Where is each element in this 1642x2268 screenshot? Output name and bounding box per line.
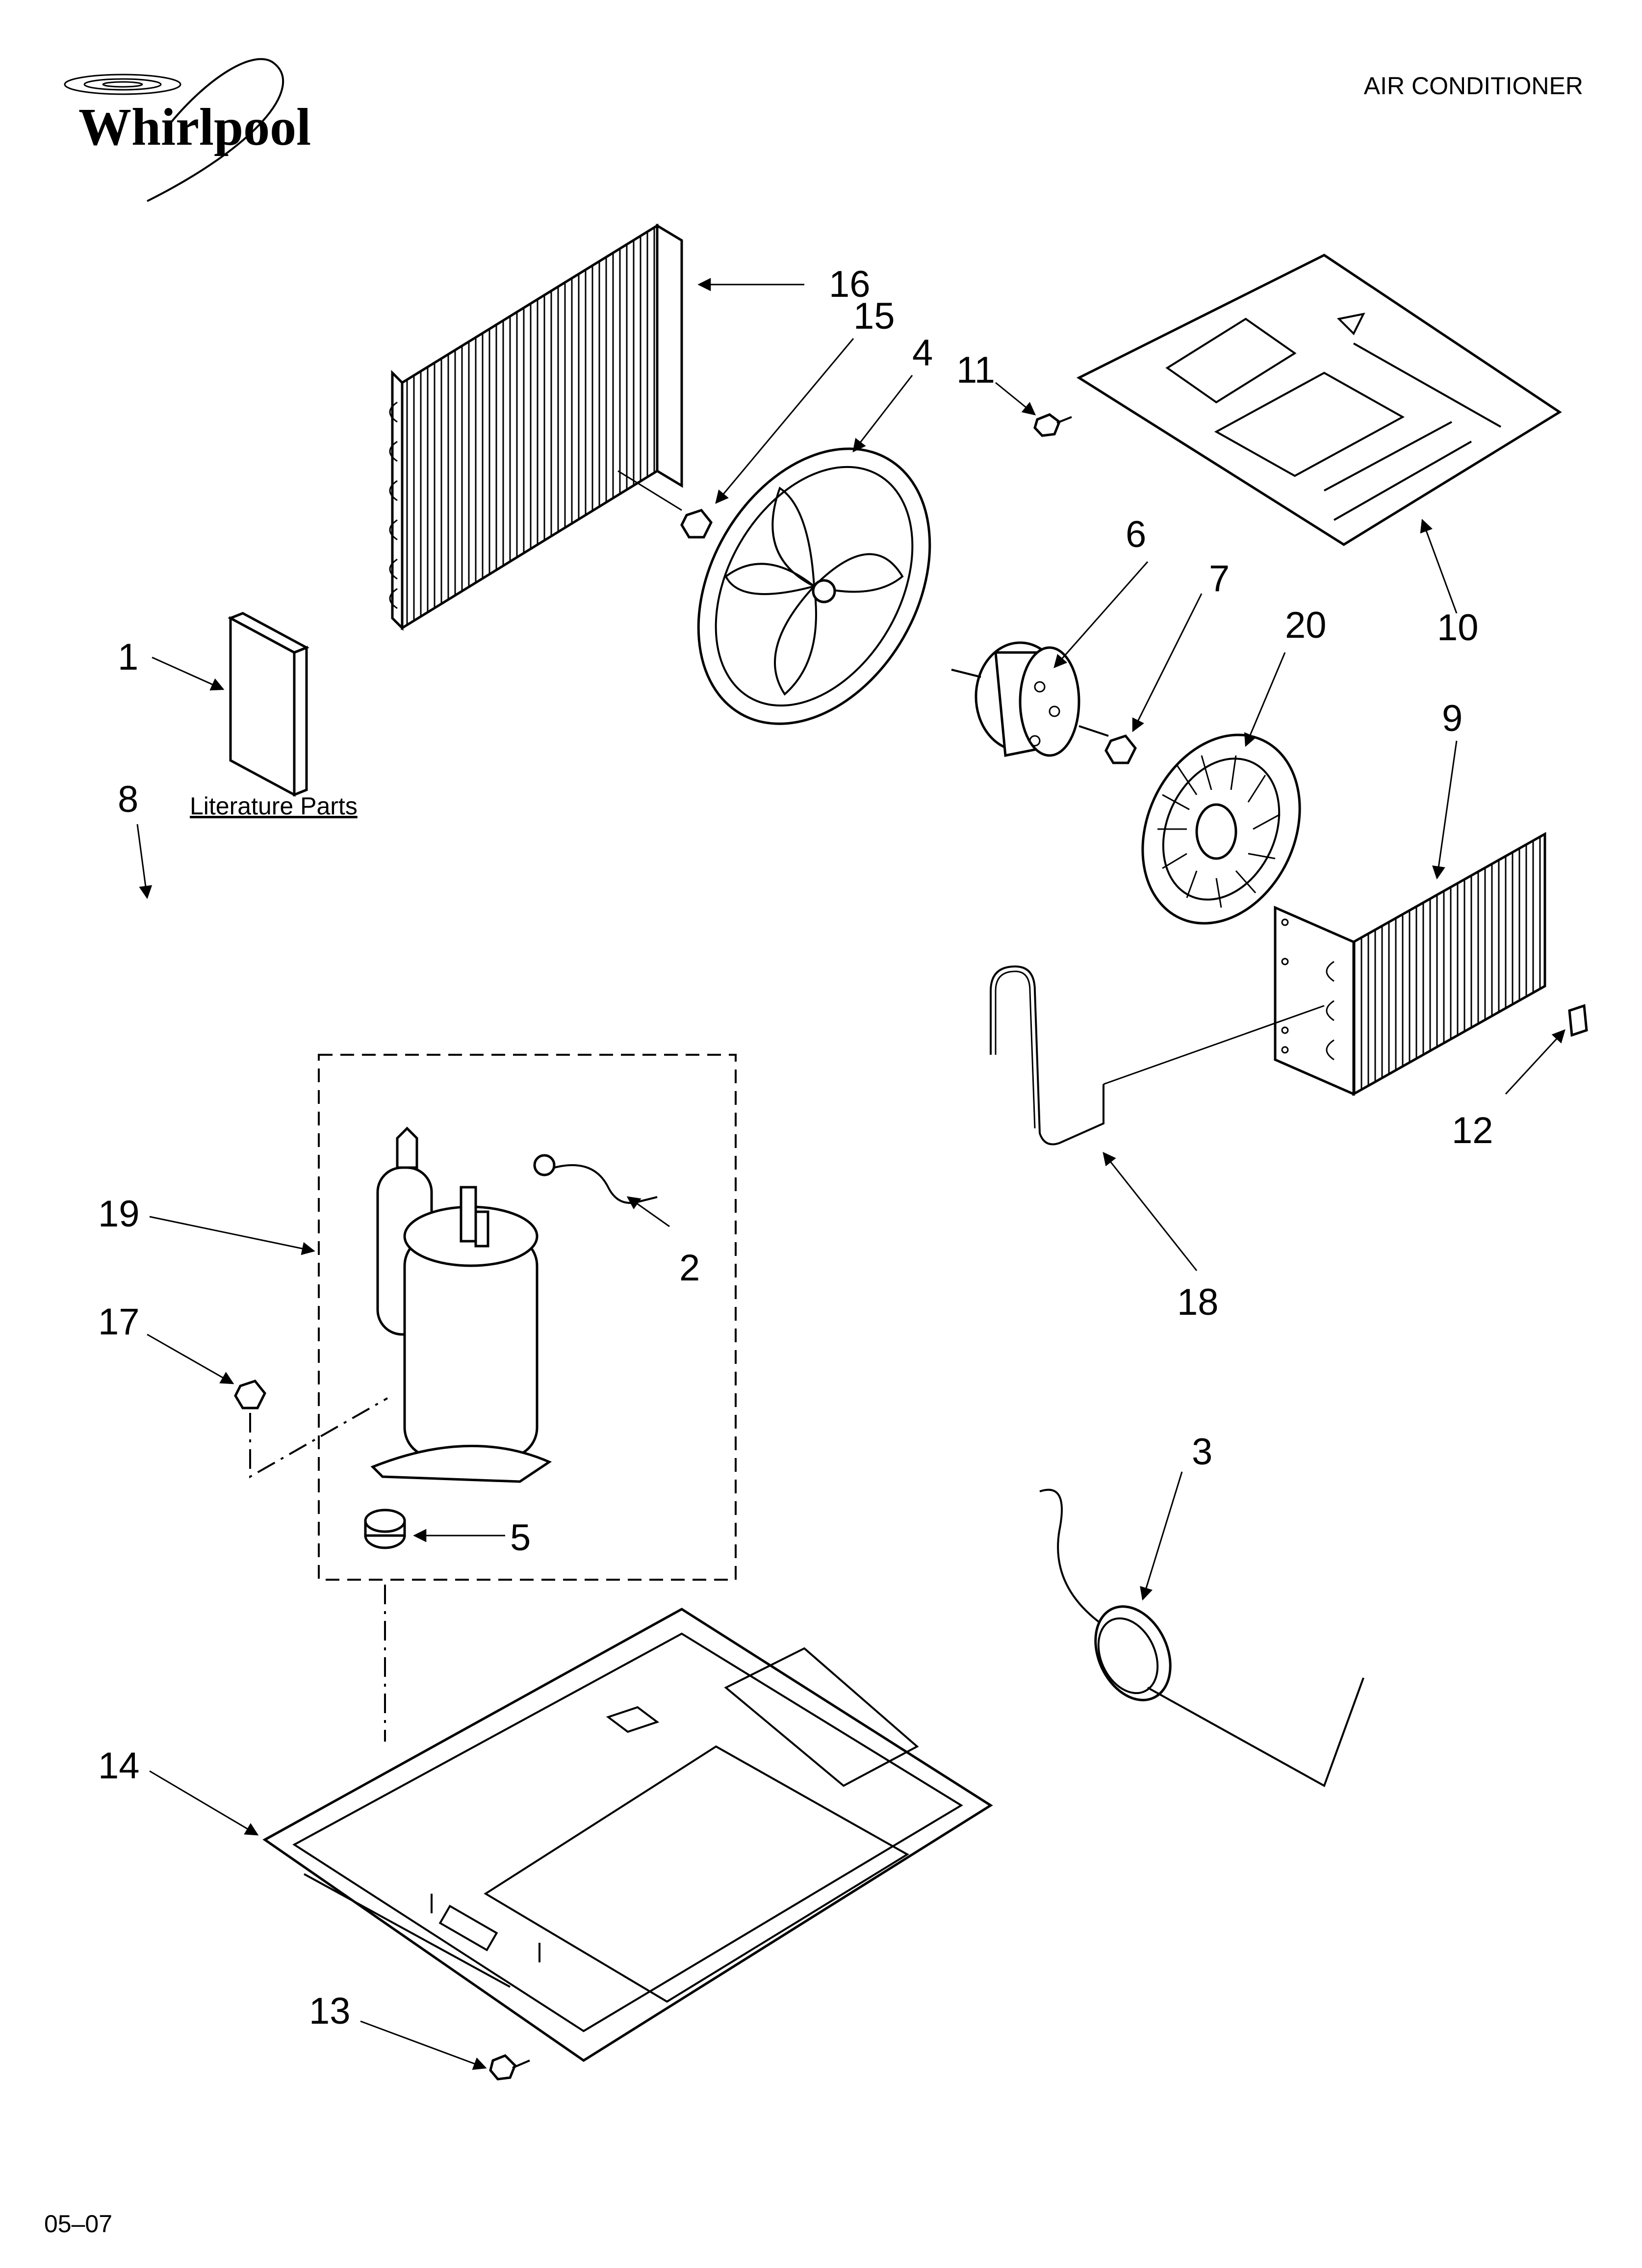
footer-code: 05–07	[44, 2210, 112, 2238]
leader-lines	[136, 278, 1565, 2070]
callout-14: 14	[98, 1745, 140, 1787]
callout-11: 11	[956, 349, 995, 391]
callout-8: 8	[118, 779, 138, 820]
callout-4: 4	[912, 332, 933, 374]
overload-wire	[533, 1154, 658, 1204]
whirlpool-logo: Whirlpool	[64, 58, 311, 202]
callout-19: 19	[98, 1193, 140, 1235]
fan-motor	[951, 641, 1109, 757]
compressor-assembly-box	[318, 1054, 737, 1581]
callout-16: 16	[829, 263, 871, 305]
blower-wheel	[1141, 733, 1301, 925]
callout-3: 3	[1192, 1431, 1212, 1473]
brand-wordmark: Whirlpool	[78, 98, 311, 156]
capillary-tube	[990, 965, 1325, 1146]
fan-nut	[680, 509, 713, 539]
callout-13: 13	[309, 1990, 351, 2032]
nut-guide-line	[249, 1397, 388, 1479]
callout-15: 15	[853, 295, 895, 337]
callout-12: 12	[1452, 1110, 1493, 1151]
callout-2: 2	[679, 1247, 700, 1289]
evaporator-coil	[1274, 832, 1546, 1096]
base-pan	[262, 1608, 993, 2062]
callout-6: 6	[1126, 514, 1146, 555]
refrigerant-tube	[91, 900, 248, 1103]
grommet	[364, 1509, 406, 1549]
mount-nut	[234, 1380, 266, 1409]
literature-booklet	[228, 612, 309, 797]
callout-9: 9	[1442, 698, 1462, 739]
callout-7: 7	[1209, 558, 1230, 600]
top-screw	[1033, 413, 1072, 437]
base-screw	[489, 2054, 530, 2081]
callout-5: 5	[510, 1517, 531, 1559]
blower-nut	[1104, 734, 1137, 764]
callout-18: 18	[1177, 1281, 1219, 1323]
callout-1: 1	[118, 636, 138, 678]
document-title: AIR CONDITIONER	[1364, 72, 1583, 100]
condenser-coil	[389, 223, 683, 631]
compressor	[370, 1126, 552, 1483]
callout-17: 17	[98, 1301, 140, 1343]
tube-sleeve	[1039, 1488, 1364, 1787]
top-plate	[1076, 254, 1562, 546]
callout-10: 10	[1437, 607, 1479, 649]
coil-clip	[1568, 1004, 1588, 1037]
literature-parts-label: Literature Parts	[190, 792, 358, 820]
condenser-fan	[697, 447, 931, 725]
callout-20: 20	[1285, 604, 1327, 646]
